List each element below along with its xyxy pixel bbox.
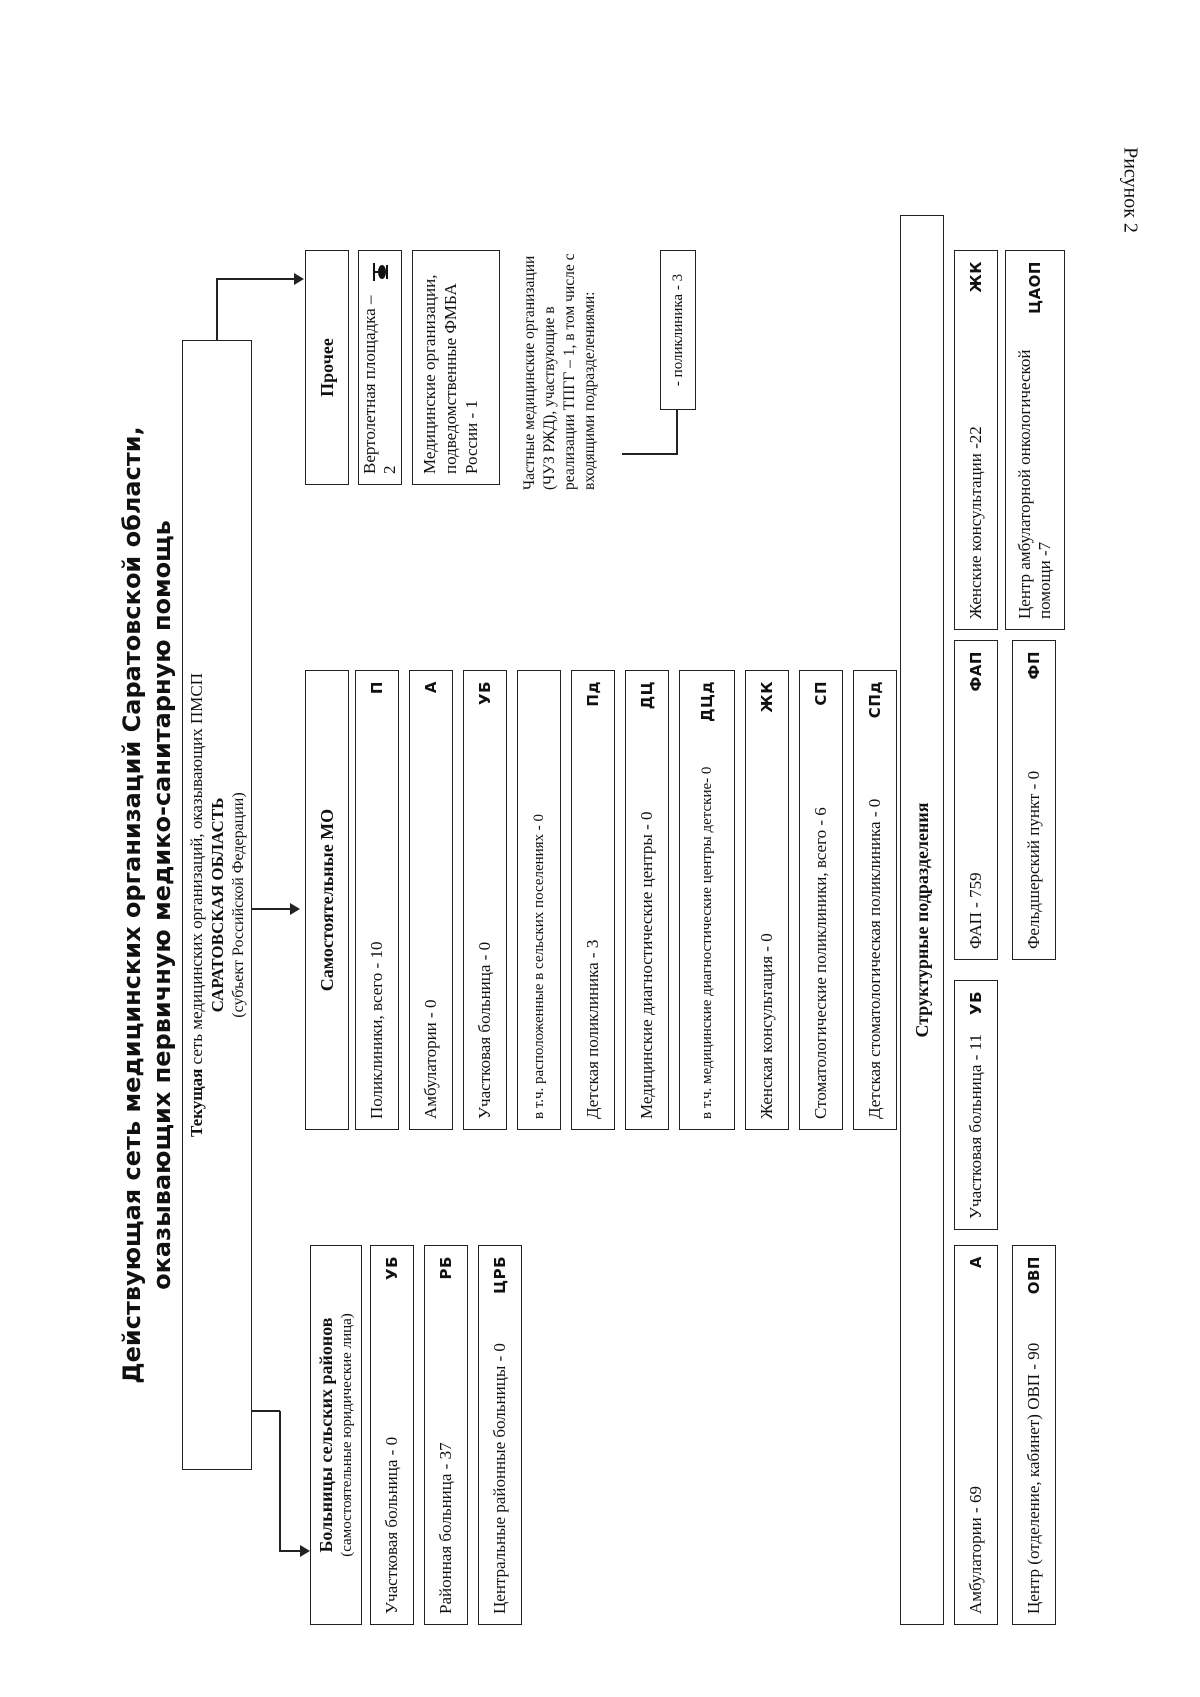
struct-womens: Женские консультации -22 ЖК [954, 250, 998, 630]
connector-private-h [676, 410, 678, 455]
private-sub-label: - поликлиника - 3 [670, 273, 686, 387]
other-header-box: Прочее [305, 250, 349, 485]
independent-item-label: Участковая больница - 0 [475, 941, 494, 1119]
rural-header: Больницы сельских районов [316, 1317, 336, 1553]
independent-item: Женская консультация - 0 ЖК [745, 670, 789, 1130]
independent-item: Детская поликлиника - 3 Пд [571, 670, 615, 1130]
independent-item: Детская стоматологическая поликлиника - … [853, 670, 897, 1130]
rural-item: Центральные районные больницы - 0 ЦРБ [478, 1245, 522, 1625]
independent-item-badge: ДЦд [698, 681, 716, 722]
struct-fp-label: Фельдшерский пункт - 0 [1024, 770, 1043, 949]
struct-ambulatory-label: Амбулатории - 69 [966, 1486, 985, 1614]
independent-item-label: Женская консультация - 0 [757, 933, 776, 1119]
independent-item-label: Медицинские диагностические центры - 0 [637, 811, 656, 1120]
title-line-2: оказывающих первичную медико-санитарную … [148, 520, 176, 1290]
fmba-label: Медицинские организации, подведомственны… [420, 274, 481, 474]
independent-item: Поликлиники, всего - 10 П [355, 670, 399, 1130]
fmba-box: Медицинские организации, подведомственны… [412, 250, 500, 485]
struct-ovp: Центр (отделение, кабинет) ОВП - 90 ОВП [1012, 1245, 1056, 1625]
root-line-1: Текущая сеть медицинских организаций, ок… [186, 341, 208, 1469]
independent-item-label: Амбулатории - 0 [421, 999, 440, 1119]
connector-independent [252, 908, 294, 910]
independent-item-badge: УБ [476, 681, 494, 705]
independent-item-badge: ДЦ [638, 681, 656, 710]
struct-oncology-badge: ЦАОП [1026, 261, 1044, 314]
rural-subheader: (самостоятельные юридические лица) [339, 1313, 355, 1557]
diagram-stage: Действующая сеть медицинских организаций… [100, 160, 1130, 1650]
struct-fap-badge: ФАП [967, 651, 985, 692]
independent-item-badge: А [422, 681, 440, 694]
struct-fap: ФАП - 759 ФАП [954, 640, 998, 960]
struct-fp-badge: ФП [1025, 651, 1043, 680]
independent-item: Медицинские диагностические центры - 0 ДЦ [625, 670, 669, 1130]
struct-district-hospital-badge: УБ [967, 991, 985, 1015]
independent-item: Стоматологические поликлиники, всего - 6… [799, 670, 843, 1130]
private-orgs-text: Частные медицинские органи­зации (ЧУЗ РЖ… [521, 253, 598, 490]
connector-rural-v [252, 1410, 280, 1412]
arrow-independent [290, 903, 300, 915]
struct-ovp-badge: ОВП [1025, 1256, 1043, 1295]
independent-item: Амбулатории - 0 А [409, 670, 453, 1130]
independent-item-badge: СПд [866, 681, 884, 719]
rural-item-badge: ЦРБ [491, 1256, 509, 1294]
arrow-other [294, 273, 304, 285]
other-header: Прочее [316, 338, 337, 397]
structural-header-box: Структурные подразделения [900, 215, 944, 1625]
heliport-label: Вертолетная площадка – 2 [360, 295, 399, 474]
struct-oncology-label: Центр амбулаторной онкологической помощи… [1015, 349, 1054, 620]
helicopter-icon [371, 261, 389, 283]
struct-ambulatory: Амбулатории - 69 А [954, 1245, 998, 1625]
struct-ambulatory-badge: А [967, 1256, 985, 1269]
connector-other-h [216, 280, 218, 341]
independent-item-label: Поликлиники, всего - 10 [367, 941, 386, 1119]
rural-item-label: Центральные районные больницы - 0 [490, 1343, 509, 1614]
struct-oncology: Центр амбулаторной онкологической помощи… [1005, 250, 1065, 630]
rural-item-badge: УБ [383, 1256, 401, 1280]
connector-private-v [622, 453, 676, 455]
root-region-type: (субъект Российской Федерации) [230, 792, 247, 1018]
structural-header: Структурные подразделения [911, 802, 932, 1038]
independent-header: Самостоятельные МО [316, 808, 337, 992]
struct-womens-badge: ЖК [967, 261, 985, 293]
independent-item-badge: Пд [584, 681, 602, 707]
root-region-name: САРАТОВСКАЯ ОБЛАСТЬ [208, 797, 227, 1013]
rural-item-label: Районная больница - 37 [436, 1442, 455, 1614]
independent-item-label: в т.ч. медицинские диагностические центр… [699, 766, 715, 1119]
rural-item-label: Участковая больница - 0 [382, 1436, 401, 1614]
root-line-1-rest: сеть медицинских организаций, оказывающи… [187, 672, 206, 1069]
independent-item-label: Стоматологические поликлиники, всего - 6 [811, 807, 830, 1119]
root-line-1-bold: Текущая [187, 1068, 206, 1138]
independent-item-badge: ЖК [758, 681, 776, 713]
rural-item: Районная больница - 37 РБ [424, 1245, 468, 1625]
independent-item-badge: СП [812, 681, 830, 706]
heliport-box: Вертолетная площадка – 2 [358, 250, 402, 485]
independent-item: Участковая больница - 0 УБ [463, 670, 507, 1130]
connector-rural-h [279, 1411, 281, 1552]
root-box: Текущая сеть медицинских организаций, ок… [182, 340, 252, 1470]
struct-district-hospital: Участковая больница - 11 УБ [954, 980, 998, 1230]
independent-item: в т.ч. медицинские диагностические центр… [679, 670, 735, 1130]
independent-header-box: Самостоятельные МО [305, 670, 349, 1130]
independent-item-badge: П [368, 681, 386, 695]
independent-item-label: Детская стоматологическая поликлиника - … [865, 798, 884, 1119]
struct-fp: Фельдшерский пункт - 0 ФП [1012, 640, 1056, 960]
struct-womens-label: Женские консультации -22 [966, 426, 985, 619]
connector-other-v [216, 278, 298, 280]
rural-header-box: Больницы сельских районов (самостоятельн… [310, 1245, 362, 1625]
struct-ovp-label: Центр (отделение, кабинет) ОВП - 90 [1024, 1342, 1043, 1614]
struct-district-hospital-label: Участковая больница - 11 [966, 1034, 985, 1219]
rural-item-badge: РБ [437, 1256, 455, 1280]
title-line-1: Действующая сеть медицинских организаций… [118, 426, 146, 1384]
independent-item-label: в т.ч. расположенные в сельских поселени… [531, 813, 547, 1119]
arrow-rural [300, 1545, 310, 1557]
struct-fap-label: ФАП - 759 [966, 872, 985, 949]
rural-item: Участковая больница - 0 УБ [370, 1245, 414, 1625]
independent-item-label: Детская поликлиника - 3 [583, 939, 602, 1119]
independent-item: в т.ч. расположенные в сельских поселени… [517, 670, 561, 1130]
private-sub-box: - поликлиника - 3 [660, 250, 696, 410]
